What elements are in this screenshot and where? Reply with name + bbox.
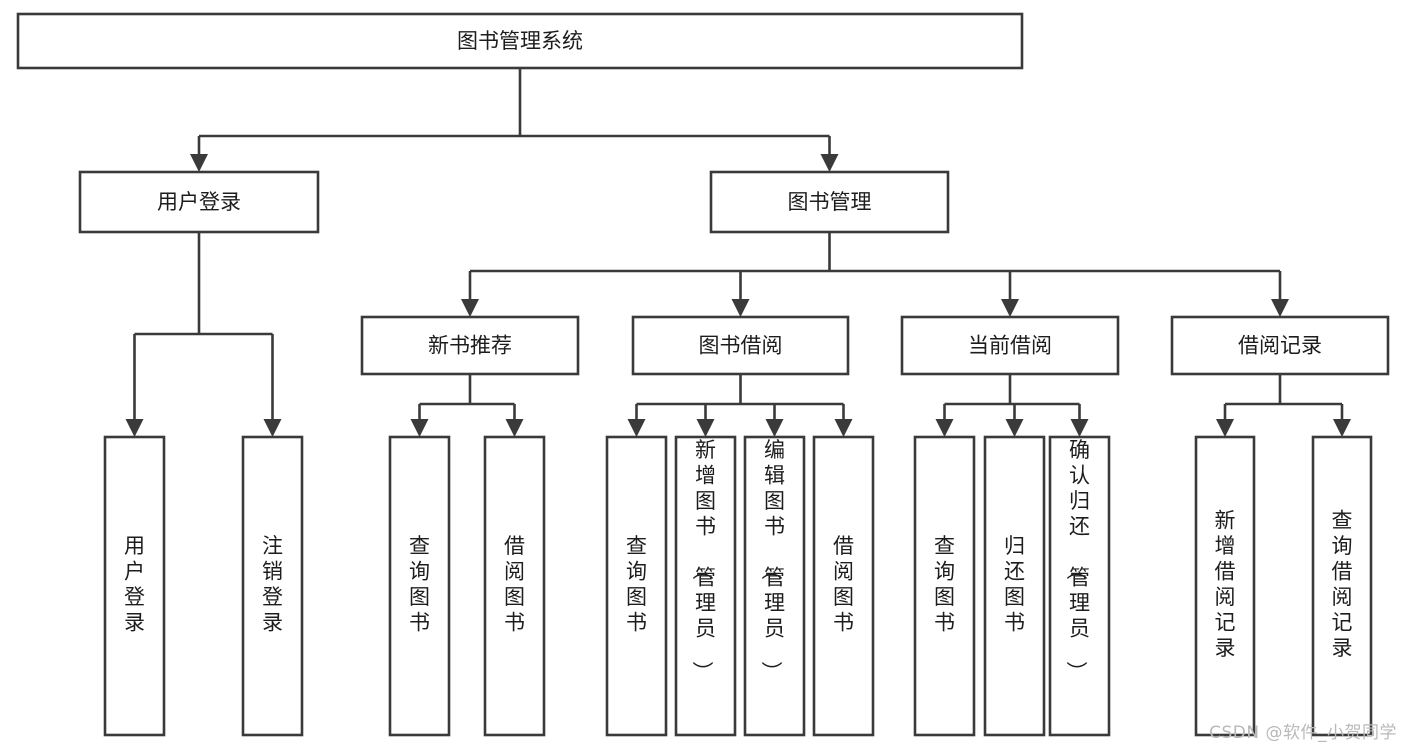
node-box-book-manage: [709, 170, 950, 234]
arrow-head-icon: [627, 419, 646, 437]
node-label-current-borrow: 当前借阅: [968, 334, 1052, 358]
arrow-head-icon: [935, 419, 954, 437]
arrow-head-icon: [1271, 299, 1289, 317]
connector-group-root: [190, 68, 839, 172]
node-leaf-query-record[interactable]: 查询借阅记录: [1311, 435, 1373, 737]
node-leaf-return-book[interactable]: 归还图书: [983, 435, 1046, 737]
arrow-head-icon: [505, 419, 524, 437]
node-box-current-borrow: [900, 315, 1120, 376]
node-label-leaf-return-book: 归还图书: [1004, 534, 1025, 635]
node-box-leaf-borrow-book-1: [483, 435, 546, 737]
node-label-leaf-add-book: 新增图书（管理员）: [690, 438, 716, 682]
node-label-leaf-query-book-3: 查询图书: [934, 534, 955, 635]
node-label-new-book-recommend: 新书推荐: [428, 334, 512, 358]
node-box-leaf-query-book-1: [388, 435, 451, 737]
node-box-leaf-edit-book: [743, 435, 806, 737]
node-book-borrow[interactable]: 图书借阅: [631, 315, 850, 376]
arrow-head-icon: [696, 419, 715, 437]
node-label-leaf-logout: 注销登录: [262, 534, 283, 635]
arrow-head-icon: [765, 419, 784, 437]
node-book-manage[interactable]: 图书管理: [709, 170, 950, 234]
arrow-head-icon: [1333, 419, 1351, 437]
arrow-head-icon: [731, 299, 750, 317]
node-box-leaf-query-book-2: [605, 435, 668, 737]
node-label-leaf-add-record: 新增借阅记录: [1215, 509, 1236, 661]
arrow-head-icon: [1005, 419, 1024, 437]
node-label-book-borrow: 图书借阅: [699, 334, 783, 358]
node-leaf-add-book[interactable]: 新增图书（管理员）: [674, 435, 737, 737]
node-label-leaf-edit-book: 编辑图书（管理员）: [759, 438, 785, 682]
node-leaf-user-login[interactable]: 用户登录: [103, 435, 166, 737]
arrow-head-icon: [125, 419, 144, 437]
node-box-book-borrow: [631, 315, 850, 376]
node-label-leaf-query-book-2: 查询图书: [626, 534, 647, 635]
node-label-user-login: 用户登录: [157, 190, 241, 214]
node-box-leaf-add-record: [1194, 435, 1256, 737]
node-current-borrow[interactable]: 当前借阅: [900, 315, 1120, 376]
connector-group-user-login: [125, 232, 282, 437]
node-box-new-book-recommend: [360, 315, 580, 376]
arrow-head-icon: [410, 419, 429, 437]
node-label-leaf-user-login: 用户登录: [124, 534, 145, 635]
node-label-book-manage: 图书管理: [788, 190, 872, 214]
arrow-head-icon: [190, 154, 208, 172]
node-box-user-login: [78, 170, 320, 234]
node-box-leaf-logout: [241, 435, 304, 737]
node-box-borrow-record: [1170, 315, 1390, 376]
node-box-leaf-borrow-book-2: [812, 435, 875, 737]
arrow-head-icon: [1216, 419, 1234, 437]
node-label-leaf-query-book-1: 查询图书: [409, 534, 430, 635]
node-label-leaf-borrow-book-1: 借阅图书: [504, 534, 525, 635]
node-leaf-query-book-1[interactable]: 查询图书: [388, 435, 451, 737]
arrow-head-icon: [461, 299, 479, 317]
node-layer: 图书管理系统用户登录图书管理新书推荐图书借阅当前借阅借阅记录用户登录注销登录查询…: [16, 12, 1390, 737]
node-leaf-borrow-book-1[interactable]: 借阅图书: [483, 435, 546, 737]
node-box-leaf-query-book-3: [913, 435, 976, 737]
node-box-leaf-return-book: [983, 435, 1046, 737]
connector-group-current-borrow: [935, 374, 1089, 437]
connector-group-borrow-record: [1216, 374, 1351, 437]
node-label-root: 图书管理系统: [457, 29, 583, 53]
node-leaf-query-book-2[interactable]: 查询图书: [605, 435, 668, 737]
node-leaf-borrow-book-2[interactable]: 借阅图书: [812, 435, 875, 737]
connector-group-book-borrow: [627, 374, 853, 437]
arrow-head-icon: [1070, 419, 1089, 437]
node-leaf-edit-book[interactable]: 编辑图书（管理员）: [743, 435, 806, 737]
arrow-head-icon: [1001, 299, 1019, 317]
node-new-book-recommend[interactable]: 新书推荐: [360, 315, 580, 376]
node-leaf-add-record[interactable]: 新增借阅记录: [1194, 435, 1256, 737]
node-box-leaf-add-book: [674, 435, 737, 737]
connector-group-book-manage: [461, 232, 1289, 317]
node-label-leaf-confirm-return: 确认归还（管理员）: [1064, 438, 1090, 682]
connector-layer: [125, 68, 1351, 437]
node-root[interactable]: 图书管理系统: [16, 12, 1024, 70]
arrow-head-icon: [820, 154, 839, 172]
node-label-leaf-query-record: 查询借阅记录: [1332, 509, 1353, 661]
arrow-head-icon: [263, 419, 282, 437]
node-leaf-confirm-return[interactable]: 确认归还（管理员）: [1048, 435, 1111, 737]
node-leaf-logout[interactable]: 注销登录: [241, 435, 304, 737]
node-borrow-record[interactable]: 借阅记录: [1170, 315, 1390, 376]
arrow-head-icon: [834, 419, 853, 437]
node-user-login[interactable]: 用户登录: [78, 170, 320, 234]
node-label-leaf-borrow-book-2: 借阅图书: [833, 534, 854, 635]
node-box-leaf-query-record: [1311, 435, 1373, 737]
connector-group-new-book-recommend: [410, 374, 524, 437]
node-box-leaf-user-login: [103, 435, 166, 737]
node-box-root: [16, 12, 1024, 70]
node-label-borrow-record: 借阅记录: [1238, 334, 1322, 358]
node-box-leaf-confirm-return: [1048, 435, 1111, 737]
node-leaf-query-book-3[interactable]: 查询图书: [913, 435, 976, 737]
